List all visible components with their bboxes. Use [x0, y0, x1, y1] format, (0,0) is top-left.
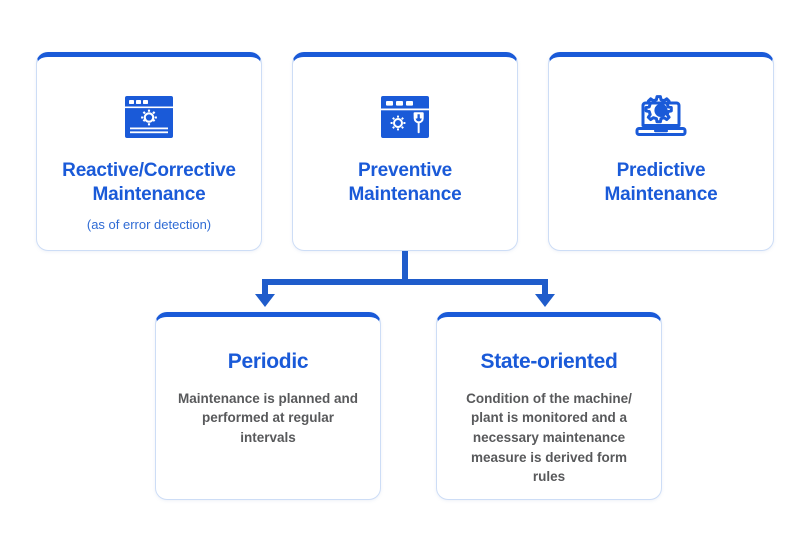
card-periodic[interactable]: Periodic Maintenance is planned and perf… — [155, 312, 381, 500]
card-title: Reactive/Corrective Maintenance — [62, 160, 236, 206]
arrow-down-icon-right — [535, 294, 555, 307]
card-title: State-oriented — [480, 350, 618, 373]
card-body: Maintenance is planned and performed at … — [177, 390, 359, 445]
browser-window-gear-icon — [120, 91, 178, 143]
connector-left-drop — [262, 279, 268, 295]
arrow-down-icon-left — [255, 294, 275, 307]
browser-window-gear-wrench-icon — [376, 91, 434, 143]
connector-right-drop — [542, 279, 548, 295]
card-title: Predictive Maintenance — [604, 160, 718, 206]
card-state-oriented[interactable]: State-oriented Condition of the machine/… — [436, 312, 662, 500]
card-subtitle: (as of error detection) — [86, 216, 212, 232]
card-title: Preventive Maintenance — [348, 160, 462, 206]
card-body: Condition of the machine/ plant is monit… — [466, 390, 632, 485]
laptop-gear-icon — [632, 91, 690, 143]
card-predictive-maintenance[interactable]: Predictive Maintenance — [548, 52, 774, 251]
connector-stem — [402, 251, 408, 284]
card-reactive-corrective-maintenance[interactable]: Reactive/Corrective Maintenance (as of e… — [36, 52, 262, 251]
card-preventive-maintenance[interactable]: Preventive Maintenance — [292, 52, 518, 251]
card-title: Periodic — [227, 350, 309, 373]
connector-horizontal-bar — [262, 279, 548, 285]
